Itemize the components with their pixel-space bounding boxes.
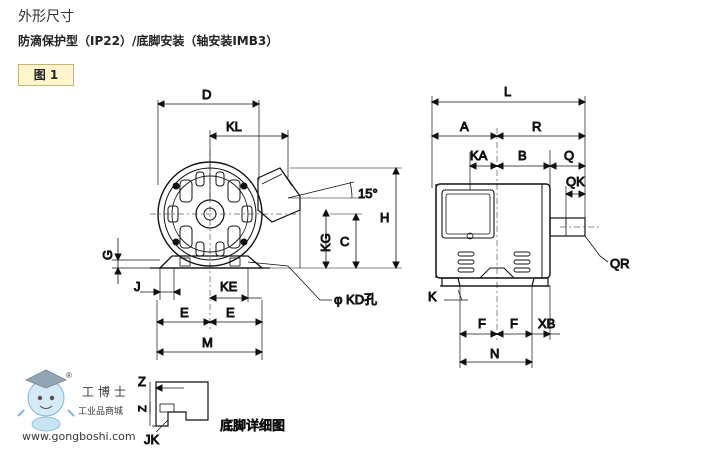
label-G: G — [100, 250, 115, 260]
label-C: C — [340, 234, 349, 249]
label-J: J — [134, 279, 141, 294]
label-KE: KE — [220, 279, 238, 294]
page-subtitle: 防滴保护型（IP22）/底脚安装（轴安装IMB3） — [18, 34, 279, 48]
label-H: H — [380, 210, 389, 225]
label-N: N — [490, 346, 499, 361]
label-KG: KG — [318, 233, 333, 252]
figure-1-button[interactable]: 图 1 — [18, 64, 74, 86]
label-F2: F — [510, 316, 518, 331]
label-K: K — [428, 289, 437, 304]
label-M: M — [202, 335, 213, 350]
label-Q: Q — [564, 148, 574, 163]
watermark: ® 工博士 工业品商城 www.gongboshi.com — [17, 369, 136, 443]
label-R: R — [532, 119, 541, 134]
label-QK: QK — [566, 174, 585, 189]
label-KL: KL — [226, 119, 242, 134]
foot-detail-caption: 底脚详细图 — [220, 418, 285, 433]
watermark-url: www.gongboshi.com — [22, 430, 136, 443]
mascot-logo — [17, 369, 75, 432]
registered-mark: ® — [66, 371, 72, 380]
label-QR: QR — [610, 256, 630, 271]
label-JK: JK — [144, 432, 160, 447]
watermark-tagline: 工业品商城 — [78, 405, 123, 417]
label-KD: φ KD孔 — [334, 292, 377, 307]
watermark-brand: 工博士 — [82, 384, 130, 399]
label-Z: Z — [138, 374, 146, 389]
front-view: D KL 15° — [100, 87, 402, 360]
page-title: 外形尺寸 — [18, 9, 74, 25]
label-L: L — [504, 84, 511, 99]
label-E2: E — [226, 305, 235, 320]
label-D: D — [202, 87, 211, 102]
label-E1: E — [180, 305, 189, 320]
label-KA: KA — [470, 148, 488, 163]
label-A: A — [460, 119, 469, 134]
foot-detail-view: Z Z JK 底脚详细图 — [137, 374, 286, 448]
label-F1: F — [478, 316, 486, 331]
label-B: B — [518, 148, 527, 163]
label-XB: XB — [538, 316, 555, 331]
label-angle: 15° — [358, 186, 378, 201]
label-Z-vertical: Z — [137, 405, 149, 412]
side-view: L A R KA B Q QK — [428, 84, 630, 368]
